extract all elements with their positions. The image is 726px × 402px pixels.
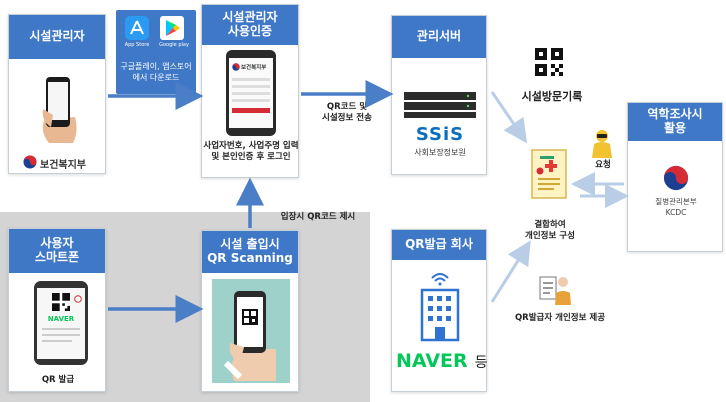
visit-record-label: 시설방문기록 [521, 90, 583, 103]
kcdc-taegeuk-icon [663, 165, 689, 191]
office-building-icon [420, 273, 460, 342]
management-server-header: 관리서버 [392, 16, 486, 58]
google-play-label: Google play [159, 42, 189, 48]
login-button-mock [232, 108, 270, 113]
smartphone-hand-icon [42, 77, 77, 143]
qr-issue-caption: QR 발급 [41, 375, 75, 385]
facility-admin-header: 시설관리자 [9, 15, 105, 59]
personal-info-document-icon [531, 149, 567, 199]
phone-naver-brand: NAVER [47, 315, 75, 323]
arrow-issuer-to-document [490, 240, 531, 303]
facility-entry-header: 시설 출입시 QR Scanning [202, 231, 298, 273]
qr-issuer-person-icon [539, 276, 571, 305]
hand-holding-phone-icon [223, 291, 276, 381]
google-play-icon [160, 16, 184, 40]
login-screen-logo-text: 보건복지부 [241, 65, 267, 71]
facility-entry-box: 시설 출입시 QR Scanning [201, 230, 299, 392]
issuer-provide-label: QR발급자 개인정보 제공 [514, 313, 606, 323]
countdown-timer-icon [74, 295, 82, 303]
app-store-callout: App Store Google play 구글플레이, 앱스토어 에서 다운로… [116, 10, 196, 94]
visit-record-qr-icon [535, 48, 563, 76]
mohw-taegeuk-icon [232, 63, 240, 71]
investigator-hazmat-icon [592, 130, 612, 158]
management-server-box: 관리서버 SSiS 사회보장정보원 [391, 15, 487, 175]
qr-transfer-label: QR코드 및 시설정보 전송 [322, 102, 372, 124]
ssis-logo-text: 사회보장정보원 [414, 148, 466, 157]
mohw-taegeuk-icon [23, 155, 37, 169]
user-phone-header: 사용자 스마트폰 [9, 229, 105, 273]
app-store-icon [125, 16, 149, 40]
app-store-label: App Store [124, 42, 150, 48]
facility-admin-title: 시설관리자 [29, 29, 85, 44]
admin-auth-header: 시설관리자 사용인증 [202, 5, 298, 45]
combine-label: 결합하여 개인정보 구성 [525, 220, 575, 242]
admin-auth-box: 시설관리자 사용인증 보건복지부 사업자번호, 사업주명 입력 및 본인인증 후… [201, 4, 299, 178]
app-download-caption: 구글플레이, 앱스토어 에서 다운로드 [120, 62, 192, 82]
qr-issuer-header: QR발급 회사 [392, 230, 486, 260]
server-rack-icon [404, 92, 476, 118]
user-phone-mockup: NAVER [34, 281, 88, 365]
login-screen-mockup: 보건복지부 [226, 50, 276, 136]
facility-admin-box: 시설관리자 보건복지부 [8, 14, 106, 174]
epi-investigation-box: 역학조사시 활용 질병관리본부 KCDC [627, 102, 723, 252]
ssis-logo-mark: SSiS [415, 124, 465, 145]
mohw-logo-text: 보건복지부 [40, 160, 86, 171]
qr-scan-illustration [212, 279, 290, 383]
naver-brand-logo: NAVER 등 [396, 350, 488, 372]
admin-auth-caption: 사업자번호, 사업주명 입력 및 본인인증 후 로그인 [203, 141, 299, 163]
kcdc-logo-text: 질병관리본부 KCDC [655, 197, 697, 217]
user-phone-box: 사용자 스마트폰 NAVER QR 발급 [8, 228, 106, 392]
epi-investigation-header: 역학조사시 활용 [628, 103, 722, 141]
entry-qr-present-label: 입장시 QR코드 제시 [280, 212, 356, 222]
qr-code-icon [52, 293, 70, 311]
qr-issuer-box: QR발급 회사 NAVER 등 [391, 229, 488, 392]
arrow-server-to-document [490, 91, 528, 144]
request-label: 요청 [595, 160, 611, 170]
